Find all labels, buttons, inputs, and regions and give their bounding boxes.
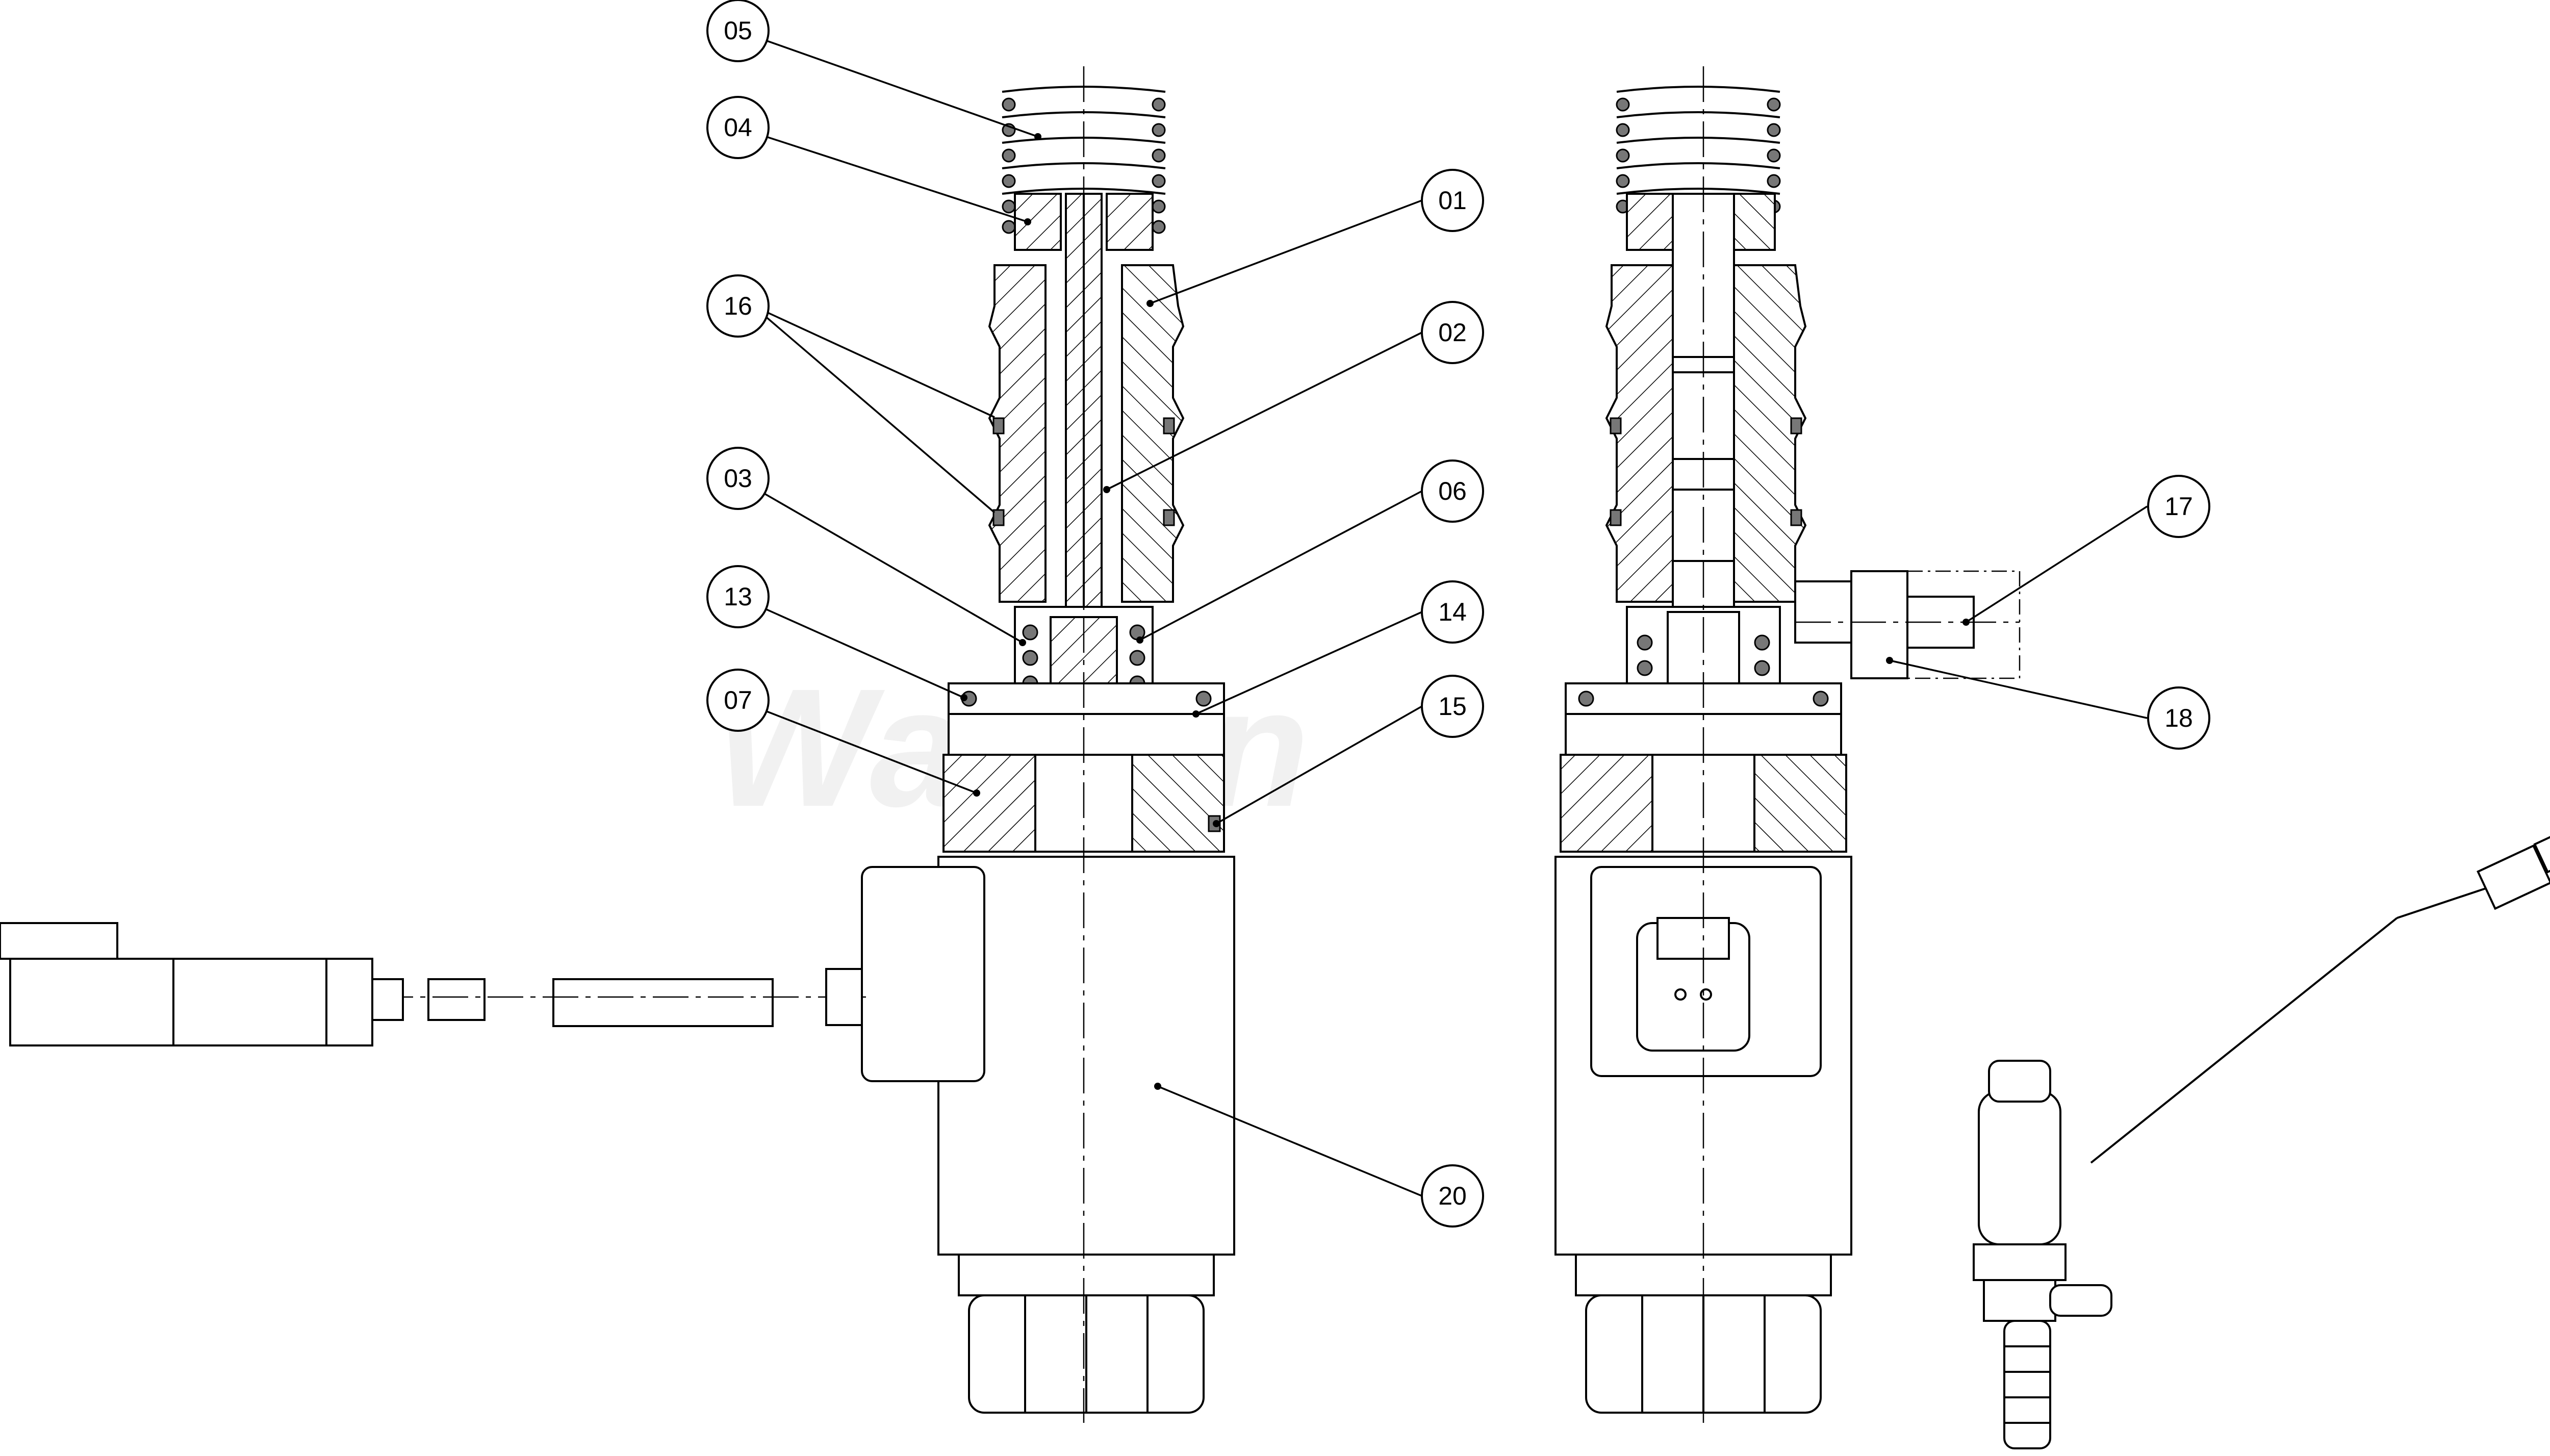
svg-text:17: 17: [2164, 492, 2193, 521]
svg-text:04: 04: [724, 113, 752, 142]
balloon-16: 16: [706, 274, 770, 338]
balloon-13: 13: [706, 565, 770, 628]
left-section-view: [0, 66, 1235, 1423]
leader-lines: [737, 30, 2148, 1197]
svg-text:15: 15: [1438, 692, 1467, 721]
adapter-left: [942, 754, 1036, 853]
svg-text:03: 03: [724, 464, 752, 493]
svg-text:14: 14: [1438, 598, 1467, 626]
balloon-05: 05: [706, 0, 770, 62]
balloon-02: 02: [1421, 301, 1484, 364]
balloon-04: 04: [706, 96, 770, 159]
side-fitting-right: [1794, 570, 2021, 679]
balloon-06: 06: [1421, 459, 1484, 523]
balloon-18: 18: [2147, 686, 2210, 750]
svg-text:07: 07: [724, 686, 752, 714]
balloon-01: 01: [1421, 169, 1484, 232]
svg-text:18: 18: [2164, 704, 2193, 732]
svg-text:02: 02: [1438, 318, 1467, 347]
isometric-view: [1973, 830, 2550, 1449]
balloon-17: 17: [2147, 475, 2210, 538]
balloon-07: 07: [706, 669, 770, 732]
balloon-14: 14: [1421, 580, 1484, 644]
balloon-20: 20: [1421, 1164, 1484, 1228]
svg-text:01: 01: [1438, 186, 1467, 215]
balloon-15: 15: [1421, 675, 1484, 738]
svg-text:06: 06: [1438, 477, 1467, 505]
right-section-view: [1554, 66, 2021, 1423]
connector-plug-left: [0, 922, 404, 1046]
balloon-03: 03: [706, 447, 770, 510]
svg-text:16: 16: [724, 292, 752, 320]
spring-seat-left: [1014, 193, 1062, 251]
svg-text:05: 05: [724, 16, 752, 45]
svg-text:13: 13: [724, 582, 752, 611]
svg-text:20: 20: [1438, 1182, 1467, 1210]
